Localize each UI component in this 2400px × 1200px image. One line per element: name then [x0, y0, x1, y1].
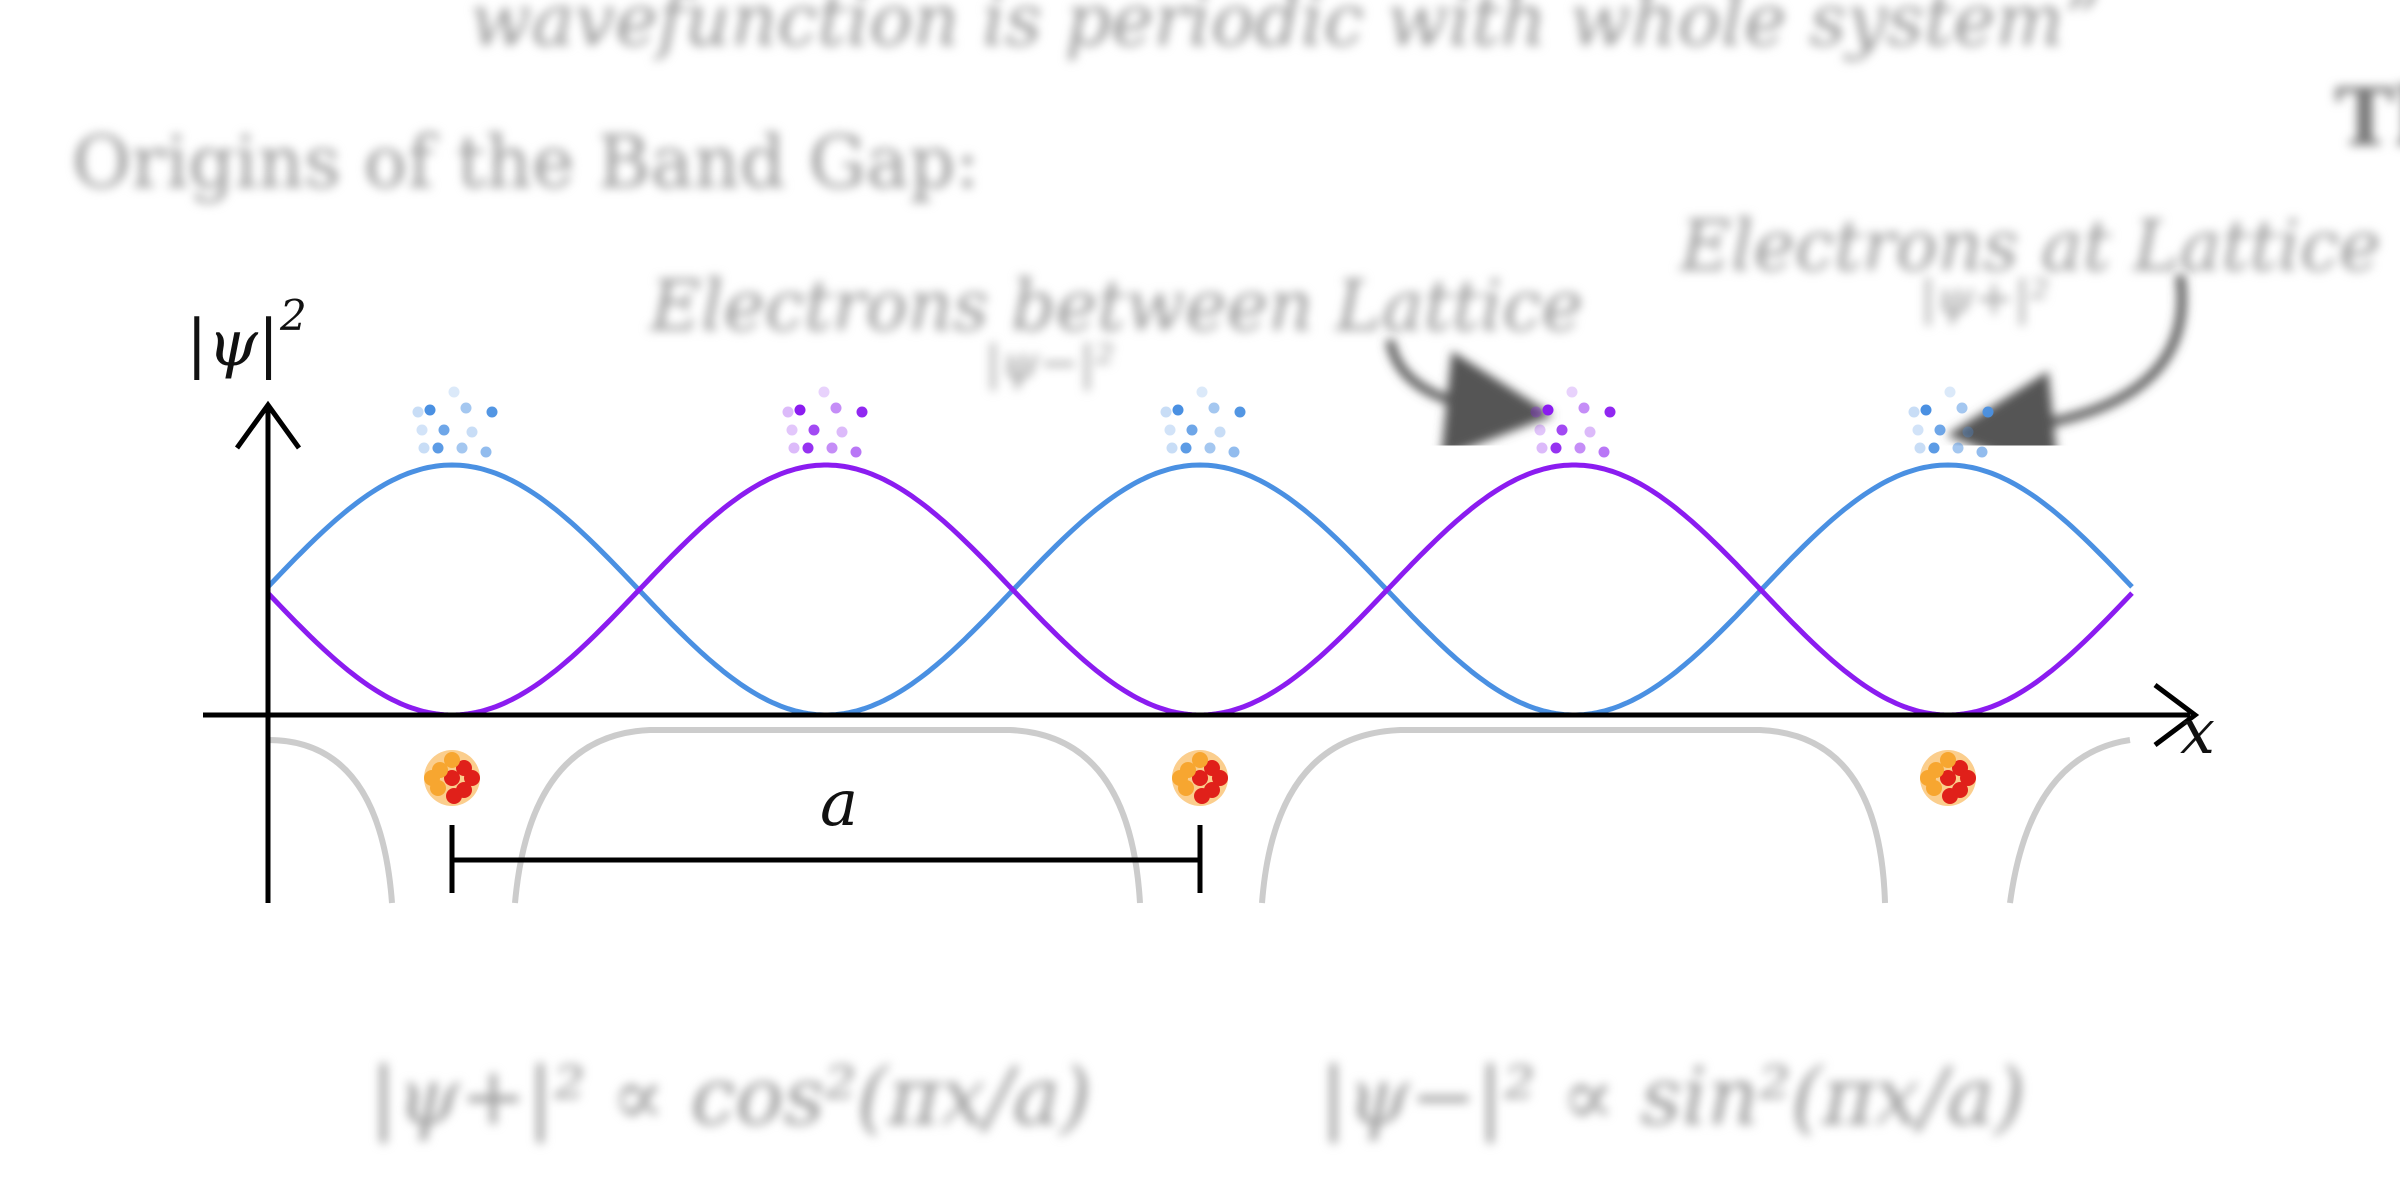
electron-dot	[818, 386, 830, 398]
electron-dot	[466, 426, 478, 438]
y-axis-label-exponent: 2	[279, 291, 307, 340]
electron-dot	[1920, 404, 1932, 416]
section-title: Origins of the Band Gap:	[72, 120, 980, 204]
electron-dot	[1536, 442, 1548, 454]
electron-dot	[1934, 424, 1946, 436]
electron-dot	[1982, 406, 1994, 418]
potential-curve	[2007, 737, 2131, 904]
nucleus	[1920, 750, 1976, 806]
lattice-spacing-label: a	[820, 767, 858, 841]
x-axis-arrowhead	[2153, 683, 2200, 747]
electron-dot	[808, 424, 820, 436]
electron-dot	[1542, 404, 1554, 416]
electron-dot	[1976, 446, 1988, 458]
electron-dot	[826, 442, 838, 454]
formula-psi-plus: |ψ+|² ∝ cos²(πx/a)	[370, 1050, 1092, 1143]
electron-dot	[412, 406, 424, 418]
electron-dot	[486, 406, 498, 418]
electron-dot	[1234, 406, 1246, 418]
electron-dot	[1550, 442, 1562, 454]
corner-title: Th	[2335, 70, 2400, 164]
electron-dot	[830, 402, 842, 414]
electron-dot	[416, 424, 428, 436]
label-psi-minus-squared: |ψ−|²	[985, 335, 1115, 391]
electron-dot	[1584, 426, 1596, 438]
electron-dot	[1180, 442, 1192, 454]
electron-dot	[1578, 402, 1590, 414]
electron-dot	[836, 426, 848, 438]
electron-dot	[1962, 426, 1974, 438]
electron-dot	[1952, 442, 1964, 454]
electron-dot	[782, 406, 794, 418]
electron-dot	[788, 442, 800, 454]
electron-dot	[1160, 406, 1172, 418]
nucleus	[424, 750, 480, 806]
electron-dot	[1172, 404, 1184, 416]
electron-dot	[1534, 424, 1546, 436]
label-electrons-at-lattice: Electrons at Lattice	[1680, 205, 2381, 287]
electron-dot	[1164, 424, 1176, 436]
electron-dot	[1214, 426, 1226, 438]
arrow-at	[1946, 274, 2187, 479]
electron-dot	[424, 404, 436, 416]
arrow-between	[1385, 339, 1554, 459]
electron-dot	[1208, 402, 1220, 414]
electron-dot	[1908, 406, 1920, 418]
electron-dot	[438, 424, 450, 436]
electron-dot	[418, 442, 430, 454]
electron-dot	[802, 442, 814, 454]
electron-dot	[1186, 424, 1198, 436]
electron-dot	[1530, 406, 1542, 418]
potential-curve	[1259, 727, 1888, 904]
electron-dot	[1228, 446, 1240, 458]
electron-dot	[1956, 402, 1968, 414]
potential-curves	[267, 727, 2131, 904]
electron-dot	[448, 386, 460, 398]
electron-dot	[1166, 442, 1178, 454]
electron-dot	[456, 442, 468, 454]
formula-psi-minus: |ψ−|² ∝ sin²(πx/a)	[1320, 1050, 2026, 1143]
label-psi-plus-squared: |ψ+|²	[1920, 270, 2050, 326]
electron-dot	[1604, 406, 1616, 418]
electron-dot	[1914, 442, 1926, 454]
electron-dot	[856, 406, 868, 418]
electron-dot	[1928, 442, 1940, 454]
electron-dot	[794, 404, 806, 416]
y-axis-label: |ψ|	[186, 307, 279, 381]
potential-curve	[267, 737, 395, 904]
x-axis-label: x	[2180, 695, 2215, 768]
nucleus	[1172, 750, 1228, 806]
slide-heading: wavefunction is periodic with whole syst…	[470, 0, 2101, 62]
electron-dot	[1556, 424, 1568, 436]
electron-dot	[1566, 386, 1578, 398]
electron-dot	[1912, 424, 1924, 436]
psi-plus-curve	[266, 462, 2134, 718]
y-axis-arrowhead	[234, 400, 302, 450]
electron-dot	[1196, 386, 1208, 398]
lattice-nuclei	[424, 750, 1976, 806]
electron-dot	[1598, 446, 1610, 458]
electron-dot	[460, 402, 472, 414]
electron-dot	[1204, 442, 1216, 454]
electron-dot	[1574, 442, 1586, 454]
electron-dot	[786, 424, 798, 436]
electron-dot	[480, 446, 492, 458]
label-electrons-between-lattice: Electrons between Lattice	[650, 265, 1584, 347]
electron-dot	[850, 446, 862, 458]
potential-curve	[512, 727, 1143, 904]
electron-dot	[432, 442, 444, 454]
electron-clusters	[412, 386, 1994, 458]
electron-dot	[1944, 386, 1956, 398]
